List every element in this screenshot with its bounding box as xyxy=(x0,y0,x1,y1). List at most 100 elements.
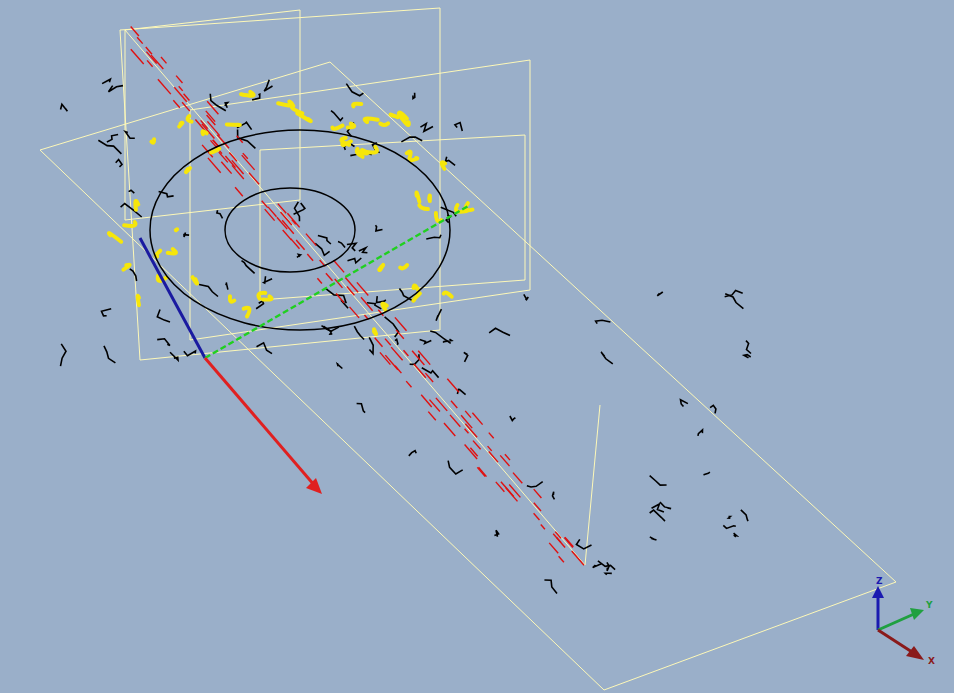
point-trace xyxy=(698,430,703,436)
section-point xyxy=(375,338,383,347)
point-trace xyxy=(357,403,365,412)
section-point xyxy=(291,239,300,249)
section-point xyxy=(559,556,564,562)
section-points xyxy=(131,27,584,566)
slice-point xyxy=(263,296,272,299)
slice-point xyxy=(380,123,388,125)
slice-points xyxy=(109,92,473,334)
section-point xyxy=(361,297,373,310)
slice-plane xyxy=(190,60,530,340)
point-trace xyxy=(652,504,664,512)
slice-point xyxy=(227,122,240,126)
section-point xyxy=(262,201,268,208)
slice-point xyxy=(332,126,342,129)
point-trace xyxy=(409,451,416,456)
point-trace xyxy=(337,363,342,368)
slice-point xyxy=(427,195,432,201)
slice-point xyxy=(436,213,441,221)
section-point xyxy=(347,287,355,296)
section-point xyxy=(450,415,460,427)
point-trace xyxy=(598,561,615,570)
slice-point xyxy=(444,293,452,297)
section-point xyxy=(488,446,492,451)
section-point xyxy=(219,152,228,162)
section-point xyxy=(296,240,304,250)
section-point xyxy=(395,317,407,330)
ring-trace xyxy=(225,188,355,272)
point-trace xyxy=(489,328,510,335)
slice-point xyxy=(241,92,254,96)
section-point xyxy=(282,220,294,233)
section-point xyxy=(447,379,459,393)
slice-point xyxy=(292,106,303,113)
slice-point xyxy=(382,304,387,310)
section-point xyxy=(425,373,433,382)
slice-point xyxy=(123,265,129,270)
section-plane xyxy=(125,30,600,565)
slice-point xyxy=(341,138,349,145)
slice-point xyxy=(357,149,363,157)
section-point xyxy=(208,158,221,173)
slice-point xyxy=(411,158,417,160)
point-trace xyxy=(593,564,602,568)
point-trace xyxy=(102,79,110,84)
z-axis xyxy=(140,238,205,358)
section-point xyxy=(465,411,471,418)
point-trace xyxy=(170,352,178,360)
axis-label: Y xyxy=(926,600,933,610)
section-point xyxy=(232,160,244,174)
section-point xyxy=(406,381,411,387)
point-trace xyxy=(494,530,498,536)
section-point xyxy=(479,467,487,476)
point-trace xyxy=(98,140,121,154)
slice-point xyxy=(379,265,383,270)
slice-point xyxy=(416,193,419,202)
section-point xyxy=(412,351,424,365)
section-point xyxy=(229,153,237,162)
point-trace xyxy=(338,242,345,248)
point-trace xyxy=(650,476,667,486)
triad-x xyxy=(878,630,912,652)
point-trace xyxy=(413,93,415,99)
section-point xyxy=(334,260,345,272)
section-point xyxy=(202,124,215,139)
axis-label: Z xyxy=(876,576,883,586)
point-trace xyxy=(157,310,170,322)
slice-point xyxy=(109,233,121,242)
slice-point xyxy=(364,147,377,153)
section-point xyxy=(176,76,182,83)
section-point xyxy=(564,538,573,548)
point-trace xyxy=(346,84,363,96)
point-trace xyxy=(264,80,272,91)
point-trace xyxy=(102,309,112,316)
point-trace xyxy=(436,309,441,321)
section-point xyxy=(385,339,391,346)
section-point xyxy=(404,350,409,356)
section-point xyxy=(465,445,478,460)
point-trace xyxy=(729,517,731,519)
slice-point xyxy=(374,329,376,334)
section-point xyxy=(465,429,469,434)
section-point xyxy=(317,278,322,283)
point-trace xyxy=(744,355,751,358)
section-point xyxy=(173,100,180,108)
point-trace xyxy=(104,346,115,363)
section-point xyxy=(391,347,402,360)
section-point xyxy=(451,401,457,408)
slice-point xyxy=(353,104,361,107)
section-point xyxy=(131,49,144,64)
point-trace xyxy=(264,276,272,283)
point-trace xyxy=(650,537,657,540)
point-trace xyxy=(553,492,555,500)
slice-point xyxy=(193,277,198,283)
point-trace xyxy=(354,326,364,339)
point-trace xyxy=(660,502,671,509)
section-point xyxy=(572,551,584,565)
point-trace xyxy=(576,539,591,549)
slice-point xyxy=(400,265,407,268)
point-trace xyxy=(455,123,462,131)
arrow-head xyxy=(872,586,884,598)
section-point xyxy=(235,187,243,196)
point-trace xyxy=(681,400,688,407)
section-point xyxy=(506,488,518,502)
